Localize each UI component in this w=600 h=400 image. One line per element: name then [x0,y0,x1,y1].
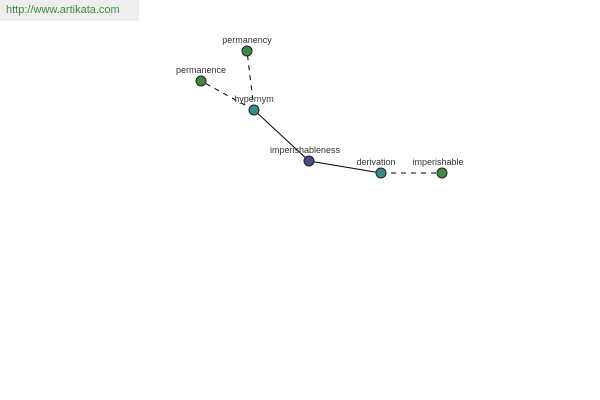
node-label-imperishable: imperishable [412,157,463,167]
edge-imperishableness-derivation [308,160,382,174]
node-label-imperishableness: imperishableness [270,145,341,155]
node-label-permanency: permanency [222,35,272,45]
node-imperishableness[interactable] [303,155,315,167]
edge-hypernym-permanence [200,80,255,111]
watermark-url: http://www.artikata.com [0,0,139,21]
node-label-permanence: permanence [176,65,226,75]
node-hypernym[interactable] [248,104,260,116]
nodes-layer [195,45,448,179]
edges-layer [200,50,442,174]
labels-layer: imperishableness hypernym derivation perman… [176,35,464,167]
node-label-hypernym: hypernym [234,94,274,104]
edge-imperishableness-hypernym [253,109,310,162]
node-permanency[interactable] [241,45,253,57]
node-derivation[interactable] [375,167,387,179]
node-imperishable[interactable] [436,167,448,179]
node-label-derivation: derivation [356,157,395,167]
node-permanence[interactable] [195,75,207,87]
